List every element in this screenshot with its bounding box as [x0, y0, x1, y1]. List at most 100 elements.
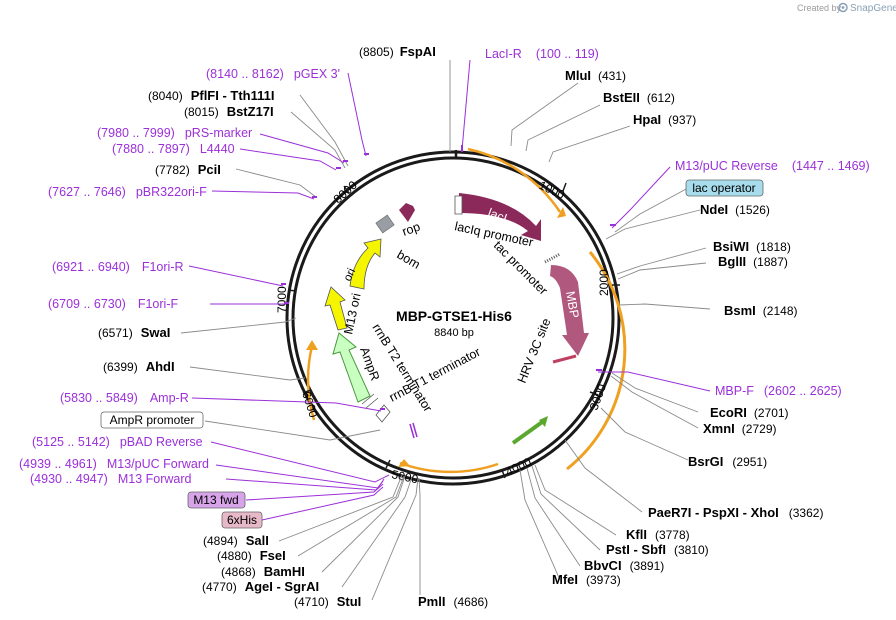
primer-pos: (7627 .. 7646) [48, 185, 126, 199]
primer-pos: (5830 .. 5849) [60, 391, 138, 405]
enzyme-name: PflFI - Tth111I [191, 88, 275, 103]
enzyme-pos: (2951) [732, 455, 767, 469]
mbp-arrow [550, 265, 589, 356]
orf-arrow-2 [398, 459, 410, 467]
enzyme-pos: (2148) [763, 304, 798, 318]
svg-text:(6709 .. 6730)F1ori-F: (6709 .. 6730)F1ori-F [48, 297, 178, 311]
svg-text:(5125 .. 5142)pBAD Reverse: (5125 .. 5142) pBAD Reverse [32, 435, 203, 449]
green-feature-arrow [511, 418, 547, 445]
primer-name: M13/pUC Forward [107, 457, 209, 471]
orf-arrow-1 [557, 207, 566, 218]
primer-pos: (5125 .. 5142) [32, 435, 110, 449]
primer-pos: (1447 .. 1469) [792, 159, 870, 173]
enzyme-pos: (8015) [184, 105, 219, 119]
svg-text:(5830 .. 5849)Amp-R: (5830 .. 5849)Amp-R [60, 391, 189, 405]
primer-name: pBAD Reverse [120, 435, 203, 449]
enzyme-name: SalI [246, 533, 269, 548]
svg-text:BsrGI(2951): BsrGI (2951) [688, 454, 767, 469]
svg-text:(4930 .. 4947)M13 Forward: (4930 .. 4947) M13 Forward [30, 472, 192, 486]
svg-text:BsmI(2148): BsmI (2148) [724, 303, 797, 318]
tac-promoter-icon [544, 252, 561, 264]
svg-text:(7627 .. 7646)pBR322ori-F: (7627 .. 7646)pBR322ori-F [48, 185, 207, 199]
enzyme-name: SwaI [141, 325, 171, 340]
primer-pos: (7980 .. 7999) [97, 126, 175, 140]
enzyme-name: KflI [626, 527, 647, 542]
ampr-promoter-box [100, 411, 204, 429]
enzyme-name: BstEII [603, 90, 640, 105]
enzyme-name: BsrGI [688, 454, 723, 469]
orf-arrow-3 [306, 340, 318, 350]
svg-text:BstEII(612): BstEII (612) [603, 90, 675, 105]
enzyme-pos: (2701) [754, 406, 789, 420]
plasmid-length: 8840 bp [434, 327, 474, 339]
enzyme-name: BbvCI [584, 558, 622, 573]
enzyme-name: HpaI [633, 112, 661, 127]
mbp-label: MBP [563, 290, 581, 319]
his-tag-mark [409, 422, 418, 439]
svg-text:M13/pUC Reverse(1447 .. 1469): M13/pUC Reverse (1447 .. 1469) [675, 159, 870, 173]
primer-marks [281, 145, 616, 410]
enzyme-pos: (1887) [753, 255, 788, 269]
bom-box [375, 214, 395, 234]
enzyme-pos: (2729) [742, 422, 777, 436]
enzyme-name: FspAI [400, 44, 436, 59]
primer-name: F1ori-F [138, 297, 179, 311]
enzyme-pos: (4868) [221, 565, 256, 579]
snapgene-logo-icon [838, 2, 848, 13]
primer-name: M13 Forward [118, 472, 192, 486]
svg-text:KflI(3778): KflI (3778) [626, 527, 690, 542]
primer-pos: (4930 .. 4947) [30, 472, 108, 486]
enzyme-leader-lines [180, 60, 711, 601]
m13-fwd-leader [245, 483, 384, 501]
svg-text:(4868)BamHI: (4868) BamHI [221, 564, 305, 579]
credit-text: Created by [797, 3, 842, 13]
enzyme-name: MfeI [552, 572, 578, 587]
primer-name: M13/pUC Reverse [675, 159, 778, 173]
m13-fwd-box [187, 491, 246, 509]
enzyme-pos: (7782) [155, 163, 190, 177]
primer-leader-lines [188, 59, 711, 491]
enzyme-name: BglII [718, 254, 746, 269]
enzyme-name: PciI [198, 162, 221, 177]
enzyme-pos: (612) [647, 91, 675, 105]
orf-arcs [306, 147, 627, 474]
primer-pos: (6921 .. 6940) [52, 260, 130, 274]
enzyme-name: NdeI [700, 202, 728, 217]
primer-labels: LacI-R(100 .. 119) M13/pUC Reverse(1447 … [19, 47, 870, 486]
enzyme-name: BstZ17I [227, 104, 274, 119]
svg-text:(8805)FspAI: (8805)FspAI [359, 44, 436, 59]
svg-text:(4939 .. 4961)M13/pUC Forward: (4939 .. 4961)M13/pUC Forward [19, 457, 209, 471]
hrv-3c-site-mark [552, 354, 577, 364]
primer-pos: (100 .. 119) [536, 47, 599, 61]
enzyme-pos: (1526) [735, 203, 770, 217]
lac-operator-box [685, 179, 764, 197]
enzyme-name: StuI [337, 594, 362, 609]
primer-name: F1ori-R [142, 260, 184, 274]
brand-text: SnapGene [850, 3, 896, 14]
enzyme-pos: (937) [668, 113, 696, 127]
enzyme-name: FseI [260, 548, 286, 563]
plasmid-name: MBP-GTSE1-His6 [396, 308, 512, 324]
enzyme-pos: (3362) [789, 506, 824, 520]
svg-text:PstI - SbfI(3810): PstI - SbfI(3810) [606, 542, 709, 557]
his6-label: 6xHis [227, 513, 257, 527]
primer-name: pRS-marker [185, 126, 252, 140]
svg-text:MfeI(3973): MfeI (3973) [552, 572, 621, 587]
tick-marks [287, 150, 620, 479]
enzyme-name: MluI [565, 68, 591, 83]
green-feature-head [539, 416, 548, 427]
svg-text:(6921 .. 6940)F1ori-R: (6921 .. 6940) F1ori-R [52, 260, 184, 274]
ori-label: ori [342, 267, 358, 284]
svg-text:NdeI(1526): NdeI (1526) [700, 202, 770, 217]
enzyme-name: PstI - SbfI [606, 542, 666, 557]
svg-text:XmnI(2729): XmnI(2729) [703, 421, 776, 436]
enzyme-pos: (3973) [586, 573, 621, 587]
primer-name: L4440 [200, 142, 235, 156]
enzyme-name: BamHI [264, 564, 305, 579]
enzyme-name: BsmI [724, 303, 756, 318]
enzyme-pos: (4880) [217, 549, 252, 563]
svg-text:MBP-F(2602 .. 2625): MBP-F(2602 .. 2625) [715, 384, 842, 398]
enzyme-pos: (3778) [655, 528, 690, 542]
svg-text:BbvCI(3891): BbvCI(3891) [584, 558, 664, 573]
